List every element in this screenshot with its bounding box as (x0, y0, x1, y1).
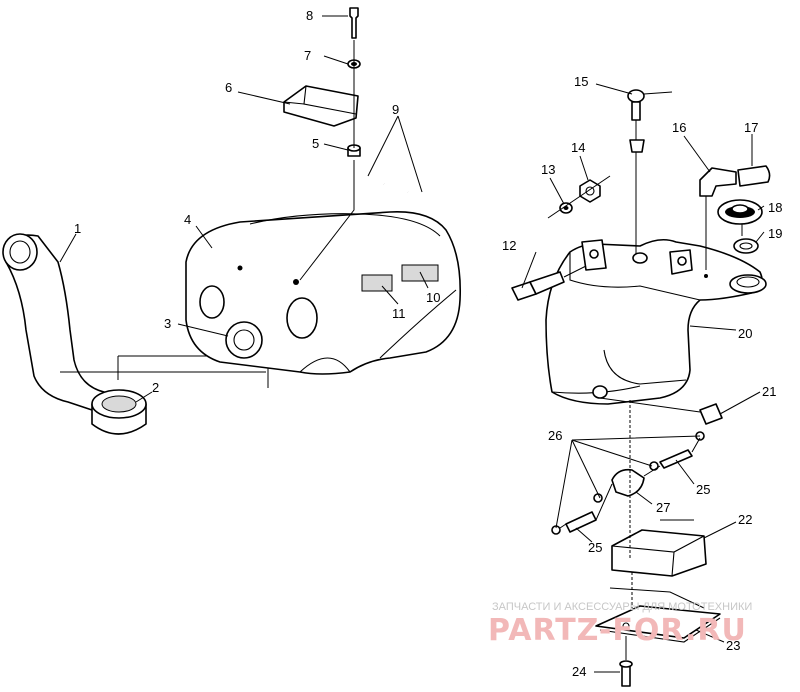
callout-4: 4 (184, 212, 191, 227)
plate-screw (619, 636, 633, 687)
mount-plate (595, 587, 721, 643)
callout-19: 19 (768, 226, 782, 241)
mount-pad (283, 85, 359, 127)
callout-9: 9 (392, 102, 399, 117)
callout-2: 2 (152, 380, 159, 395)
callout-8: 8 (306, 8, 313, 23)
level-sensor (627, 89, 673, 254)
callout-24: 24 (572, 664, 586, 679)
callout-12: 12 (502, 238, 516, 253)
callout-labels: 1 2 3 4 5 6 7 8 9 10 11 12 13 14 15 16 1… (74, 8, 782, 679)
bolt-stack (299, 7, 361, 281)
grommet (91, 389, 147, 435)
callout-16: 16 (672, 120, 686, 135)
callout-10: 10 (426, 290, 440, 305)
breather-hoses (265, 174, 489, 297)
callout-18: 18 (768, 200, 782, 215)
callout-1: 1 (74, 221, 81, 236)
fuel-line-group (551, 397, 723, 535)
airbox (185, 211, 462, 375)
filler-cap (717, 199, 763, 254)
callout-25a: 25 (696, 482, 710, 497)
callout-7: 7 (304, 48, 311, 63)
heat-shield (611, 519, 707, 577)
callout-22: 22 (738, 512, 752, 527)
callout-6: 6 (225, 80, 232, 95)
callout-14: 14 (571, 140, 585, 155)
callout-3: 3 (164, 316, 171, 331)
intake-tube (2, 233, 121, 413)
callout-15: 15 (574, 74, 588, 89)
watermark-brand: PARTZ-FOR.RU (488, 613, 747, 648)
callout-5: 5 (312, 136, 319, 151)
outlet-ring (225, 321, 263, 359)
elbow-fitting (699, 165, 771, 270)
callout-13: 13 (541, 162, 555, 177)
callout-25b: 25 (588, 540, 602, 555)
callout-17: 17 (744, 120, 758, 135)
callout-21: 21 (762, 384, 776, 399)
callout-11: 11 (392, 306, 406, 321)
watermark-tagline: ЗАПЧАСТИ И АКСЕССУАРЫ ДЛЯ МОТОТЕХНИКИ (492, 601, 752, 613)
leader-lines (59, 15, 765, 673)
callout-20: 20 (738, 326, 752, 341)
callout-27: 27 (656, 500, 670, 515)
washer-nut (547, 175, 611, 219)
oil-tank (545, 238, 767, 405)
callout-23: 23 (726, 638, 740, 653)
callout-26: 26 (548, 428, 562, 443)
tank-bolt (511, 265, 587, 301)
watermark: ЗАПЧАСТИ И АКСЕССУАРЫ ДЛЯ МОТОТЕХНИКИ PA… (488, 601, 752, 648)
